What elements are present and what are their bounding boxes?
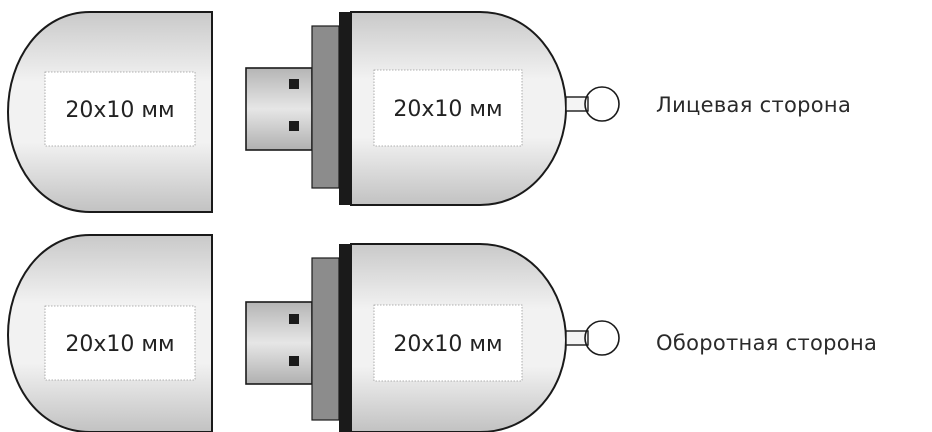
- drive-row-front: 20x10 мм 20x10 мм Лицевая сторона: [6, 11, 851, 213]
- cap-print-area: [44, 71, 196, 147]
- keyring-icon: [584, 320, 620, 356]
- side-label-front: Лицевая сторона: [656, 93, 851, 117]
- drive-band: [339, 244, 351, 432]
- body-print-area: [373, 304, 523, 382]
- body-print-area-label: 20x10 мм: [393, 97, 502, 122]
- usb-contact-hole: [289, 356, 299, 366]
- usb-contact-hole: [289, 314, 299, 324]
- usb-plug: [245, 301, 313, 385]
- drive-grip: [311, 25, 340, 189]
- drive-row-back: 20x10 мм 20x10 мм Оборотная сторона: [6, 234, 877, 432]
- usb-plug: [245, 67, 313, 151]
- drive-band: [339, 12, 351, 205]
- usb-contact-hole: [289, 121, 299, 131]
- lanyard-tab: [565, 96, 589, 112]
- drive-grip: [311, 257, 340, 421]
- keyring-icon: [584, 86, 620, 122]
- cap-print-area-label: 20x10 мм: [65, 332, 174, 357]
- body-print-area-label: 20x10 мм: [393, 332, 502, 357]
- cap-print-area: [44, 305, 196, 381]
- side-label-back: Оборотная сторона: [656, 331, 877, 355]
- lanyard-tab: [565, 330, 589, 346]
- usb-contact-hole: [289, 79, 299, 89]
- body-print-area: [373, 69, 523, 147]
- cap-print-area-label: 20x10 мм: [65, 98, 174, 123]
